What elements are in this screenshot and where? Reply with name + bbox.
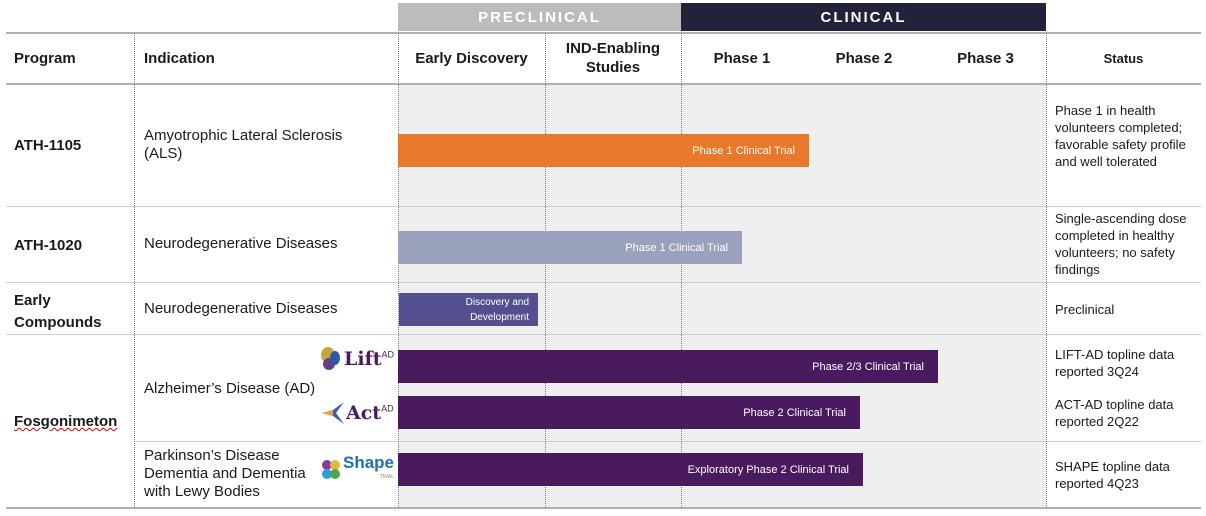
column-header-phase2: Phase 2 — [835, 49, 893, 67]
bar-ath-1105: Phase 1 Clinical Trial — [398, 134, 809, 167]
status-early-compounds: Preclinical — [1055, 302, 1115, 317]
column-header-phase3: Phase 3 — [957, 49, 1014, 67]
column-divider — [1046, 33, 1047, 508]
status-act-ad: ACT-AD topline data reported 2Q22 — [1055, 397, 1174, 429]
indication-line: Dementia and Dementia — [144, 465, 306, 482]
indication-line: with Lewy Bodies — [144, 483, 260, 500]
bar-early-compounds: Discovery and Development — [399, 293, 538, 326]
row-divider — [6, 206, 1201, 207]
indication-neuro-early: Neurodegenerative Diseases — [144, 300, 338, 317]
logo-sup: AD — [381, 403, 394, 414]
column-divider — [681, 33, 682, 508]
program-line: Early — [14, 292, 51, 309]
column-header-ind-enabling: IND-Enabling Studies — [545, 33, 681, 83]
header-top-line — [6, 32, 1201, 34]
logo-word: Lift — [344, 348, 382, 370]
column-divider — [398, 33, 399, 508]
lift-logo-text: LiftAD — [344, 348, 394, 370]
program-fosgonimeton: Fosgonimeton — [14, 413, 118, 430]
column-divider — [134, 33, 135, 508]
header-bottom-line — [6, 83, 1201, 85]
bar-ath-1020: Phase 1 Clinical Trial — [398, 231, 742, 264]
shape-logo-text: Shape — [343, 453, 395, 472]
bar-label-line: Discovery and — [465, 296, 529, 308]
shape-logo-sub: TRIAL — [379, 474, 395, 480]
act-logo-text: ActAD — [346, 402, 394, 424]
indication-als: Amyotrophic Lateral Sclerosis (ALS) — [144, 127, 342, 163]
status-shape: SHAPE topline data reported 4Q23 — [1055, 459, 1170, 491]
ind-enabling-line2: Studies — [585, 59, 641, 76]
preclinical-band: PRECLINICAL — [398, 3, 681, 31]
clinical-band: CLINICAL — [681, 3, 1046, 31]
star-icon — [322, 402, 344, 424]
dots-icon — [322, 460, 340, 479]
ind-enabling-line1: IND-Enabling — [565, 40, 661, 57]
lift-ad-logo: LiftAD — [320, 346, 394, 372]
bar-shape: Exploratory Phase 2 Clinical Trial — [398, 453, 863, 486]
bar-act-ad: Phase 2 Clinical Trial — [398, 396, 860, 429]
logo-word: Act — [346, 402, 382, 424]
indication-parkinsons: Parkinson’s Disease Dementia and Dementi… — [144, 447, 306, 501]
indication-line: Parkinson’s Disease — [144, 447, 280, 464]
column-header-indication: Indication — [144, 49, 215, 67]
indication-line: Amyotrophic Lateral Sclerosis — [144, 127, 343, 144]
indication-neuro: Neurodegenerative Diseases — [144, 235, 338, 252]
column-header-status: Status — [1103, 50, 1144, 66]
row-divider — [6, 282, 1201, 283]
butterfly-icon — [321, 347, 340, 370]
row-divider — [6, 334, 1201, 335]
program-ath-1105: ATH-1105 — [14, 137, 82, 154]
status-lift-ad: LIFT-AD topline data reported 3Q24 — [1055, 347, 1175, 379]
program-line: Compounds — [14, 314, 102, 331]
program-ath-1020: ATH-1020 — [14, 237, 83, 254]
program-early-compounds: Early Compounds — [14, 290, 102, 334]
indication-line: (ALS) — [144, 145, 183, 162]
column-divider — [545, 33, 546, 508]
logo-sup: AD — [381, 349, 395, 360]
indication-ad: Alzheimer’s Disease (AD) — [144, 380, 316, 397]
shape-logo: Shape TRIAL — [319, 453, 395, 484]
column-header-program: Program — [14, 49, 76, 67]
column-header-early-discovery: Early Discovery — [415, 49, 528, 67]
column-header-phase1: Phase 1 — [713, 49, 771, 67]
bar-lift-ad: Phase 2/3 Clinical Trial — [398, 350, 938, 383]
status-ath-1105: Phase 1 in health volunteers completed; … — [1055, 103, 1186, 169]
status-ath-1020: Single-ascending dose completed in healt… — [1055, 211, 1187, 277]
row-divider — [135, 441, 1201, 442]
act-ad-logo: ActAD — [320, 400, 394, 426]
bar-label-line: Development — [470, 311, 529, 323]
table-bottom-line — [6, 507, 1201, 509]
